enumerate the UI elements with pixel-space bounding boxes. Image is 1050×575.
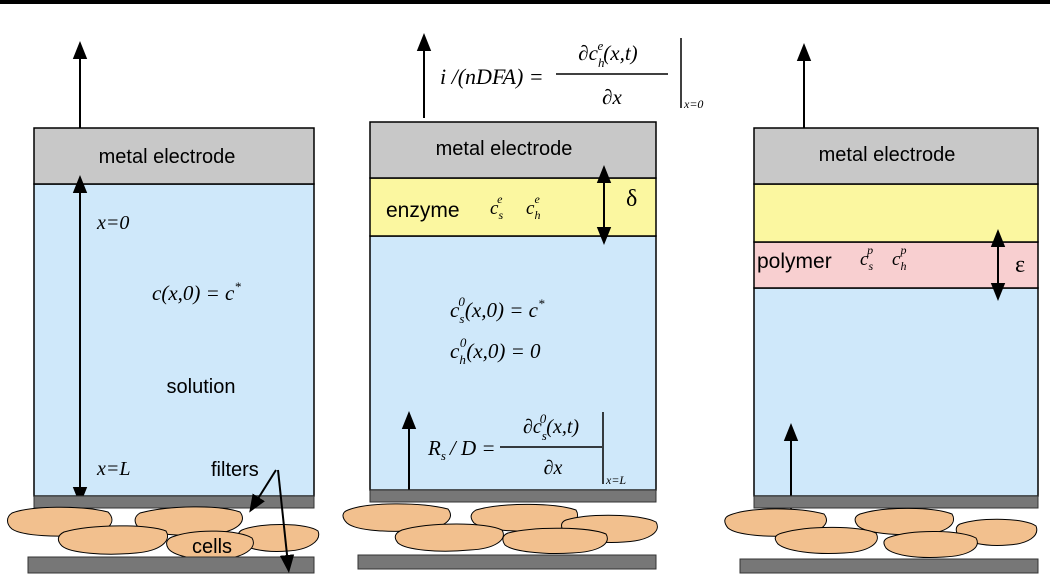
cell [57, 525, 168, 555]
filter-bottom [357, 554, 657, 570]
current-lhs: i /(nDFA) = [440, 64, 544, 89]
solution-region [369, 235, 657, 491]
filters-label: filters [211, 459, 259, 481]
filter-bottom [739, 558, 1039, 574]
filter-top [33, 495, 315, 509]
initial-condition: c(x,0) = c* [152, 279, 241, 305]
flux-equation: Rs/ D = ∂cs0(x,t) ∂x x=L [427, 411, 626, 487]
top-border [0, 0, 1050, 4]
current-eval-point: x=0 [683, 97, 703, 111]
cell [502, 527, 608, 554]
flux-numerator: ∂cs0(x,t) [523, 411, 579, 443]
epsilon-symbol: ε [1015, 252, 1025, 278]
current-denominator: ∂x [602, 85, 622, 109]
enzyme-layer [753, 183, 1039, 243]
x0-label: x=0 [96, 212, 129, 234]
metal-electrode [753, 127, 1039, 185]
panel-1: metal electrode x=0 x=L c(x,0) = c* solu… [7, 41, 320, 574]
filters-pointer [277, 469, 295, 573]
panel-3: metal electrode polymer csp chp ε [724, 43, 1039, 574]
current-numerator: ∂che(x,t) [578, 38, 637, 70]
filters-pointer [249, 469, 277, 513]
delta-symbol: δ [626, 186, 637, 212]
current-equation: i /(nDFA) = ∂che(x,t) ∂x x=0 [440, 38, 703, 111]
metal-electrode [33, 127, 315, 185]
electrode-label: metal electrode [99, 146, 236, 168]
filter-top [369, 489, 657, 503]
initial-condition-h: ch0(x,0) = 0 [450, 335, 541, 367]
flux-eval-point: x=L [605, 473, 626, 487]
electrode-label: metal electrode [819, 144, 956, 166]
electrode-label: metal electrode [436, 138, 573, 160]
cells-layer [724, 507, 1038, 558]
enzyme-label: enzyme [386, 199, 460, 222]
cells-layer [7, 506, 320, 560]
solution-region [753, 287, 1039, 497]
solution-region [33, 183, 315, 497]
cell [394, 523, 504, 552]
polymer-conc-s: csp [860, 243, 873, 273]
initial-condition-s: cs0(x,0) = c* [450, 294, 545, 326]
cell [883, 531, 978, 558]
filter-top [753, 495, 1039, 509]
panel-2: metal electrode i /(nDFA) = ∂che(x,t) ∂x… [342, 33, 703, 570]
solution-label: solution [167, 376, 236, 398]
flux-lhs: Rs/ D = [427, 436, 496, 463]
enzyme-conc-s: cse [490, 192, 503, 222]
enzyme-conc-h: che [526, 192, 540, 222]
flux-denominator: ∂x [544, 457, 563, 479]
polymer-conc-h: chp [892, 243, 906, 273]
polymer-label: polymer [757, 250, 832, 273]
cell [774, 526, 878, 554]
cells-layer [342, 503, 658, 554]
filter-bottom [27, 556, 315, 574]
xL-label: x=L [96, 458, 131, 480]
cells-label: cells [192, 536, 232, 558]
